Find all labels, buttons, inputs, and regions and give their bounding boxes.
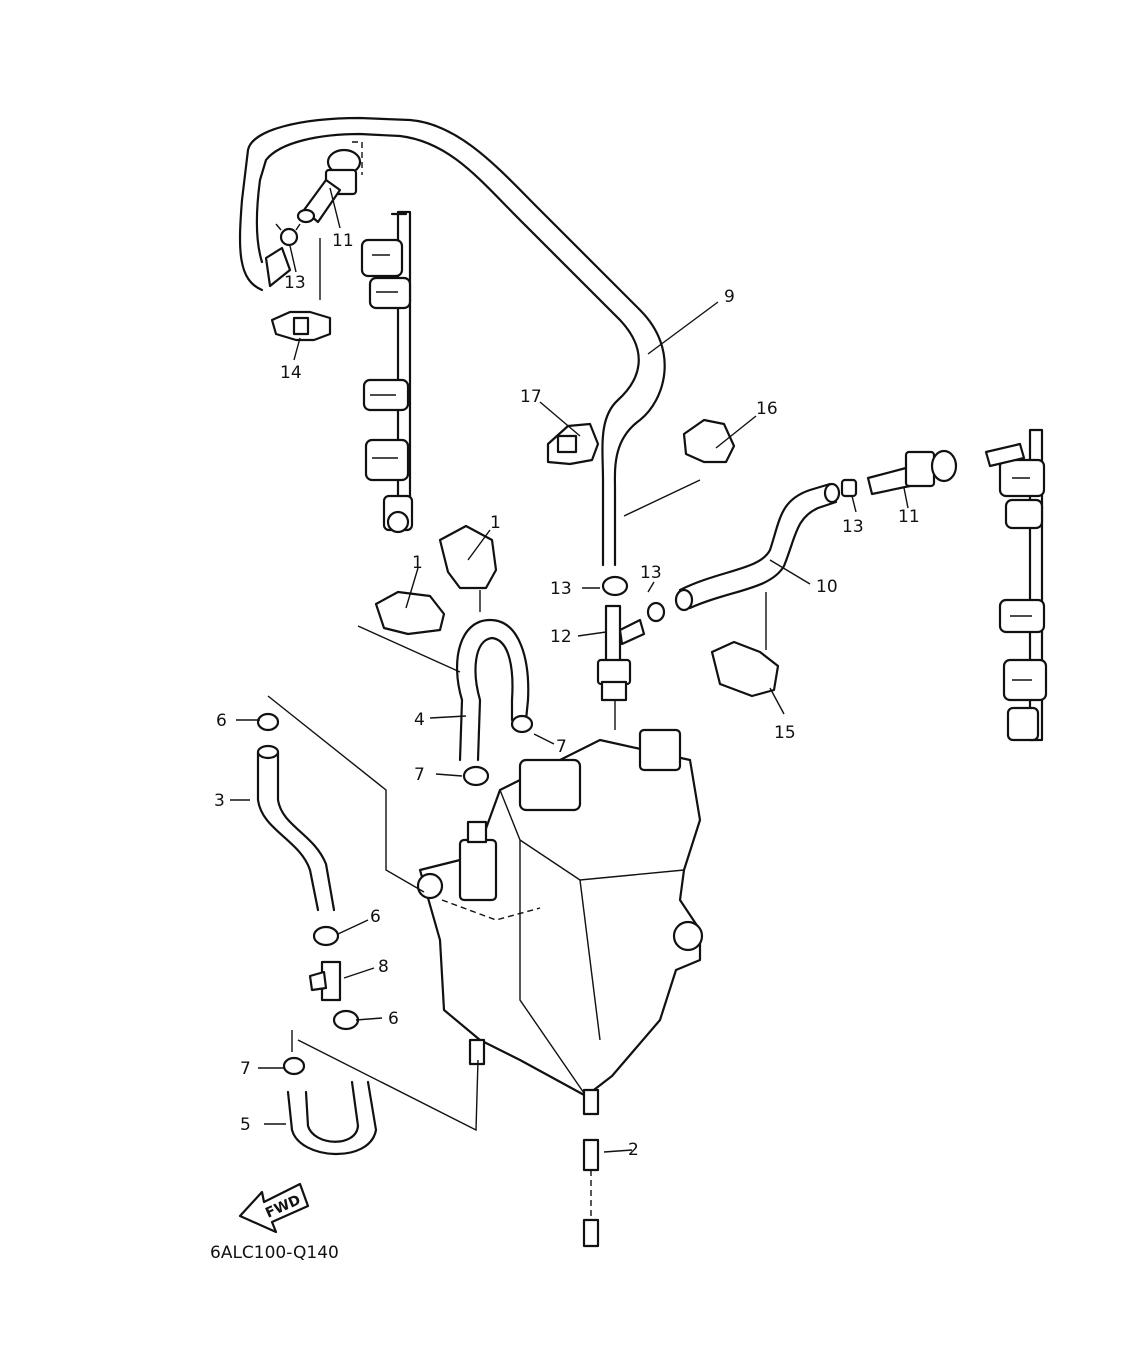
callout-6-middle: 6 <box>370 907 381 927</box>
callout-13-center: 13 <box>550 579 572 599</box>
fuel-hose-5 <box>286 1080 378 1156</box>
callout-3: 3 <box>214 791 225 811</box>
clip-14 <box>270 310 332 342</box>
callout-5: 5 <box>240 1115 251 1135</box>
drawing-code: 6ALC100-Q140 <box>210 1243 339 1263</box>
callout-10: 10 <box>816 577 838 597</box>
clip-15 <box>710 640 780 698</box>
callout-11-right: 11 <box>898 507 920 527</box>
callout-7-middle: 7 <box>414 765 425 785</box>
callout-8: 8 <box>378 957 389 977</box>
callout-1-lower: 1 <box>412 553 423 573</box>
fuel-hose-9 <box>238 116 666 567</box>
callout-labels: 1 1 2 3 4 5 6 6 6 7 7 7 8 9 10 11 11 12 … <box>214 231 920 1160</box>
callout-13-left: 13 <box>284 273 306 293</box>
clamp-6-top <box>256 712 280 732</box>
fwd-arrow-icon: FWD <box>238 1182 310 1234</box>
callout-12: 12 <box>550 627 572 647</box>
callout-1-upper: 1 <box>490 513 501 533</box>
callout-9: 9 <box>724 287 735 307</box>
connector-11-left <box>296 148 362 224</box>
connector-12 <box>596 604 646 702</box>
assembly-lines <box>267 141 767 1132</box>
callout-7-lower: 7 <box>240 1059 251 1079</box>
callout-17: 17 <box>520 387 542 407</box>
fuel-rail-left <box>360 210 414 534</box>
connector-11-right <box>866 442 1026 496</box>
fuel-rail-right <box>998 428 1048 742</box>
vapor-separator-body <box>416 728 704 1116</box>
callout-6-top: 6 <box>216 711 227 731</box>
filter-2 <box>582 1138 600 1248</box>
clamp-7-middle <box>462 765 490 787</box>
clamp-6-lower <box>332 1009 360 1031</box>
callout-11-left: 11 <box>332 231 354 251</box>
callout-6-lower: 6 <box>388 1009 399 1029</box>
callout-4: 4 <box>414 710 425 730</box>
clamp-13-side <box>646 601 666 623</box>
clip-1-lower <box>374 590 446 636</box>
callout-2: 2 <box>628 1140 639 1160</box>
clamp-7-lower <box>282 1056 306 1076</box>
clip-16 <box>682 418 736 464</box>
clamp-13-left <box>275 223 301 247</box>
fuel-hose-4 <box>455 618 530 762</box>
clamp-6-middle <box>312 925 340 947</box>
fuel-hose-3 <box>256 744 336 912</box>
callout-15: 15 <box>774 723 796 743</box>
clamp-13-center <box>601 575 629 597</box>
callout-13-side: 13 <box>640 563 662 583</box>
clamp-13-right <box>840 478 858 498</box>
clip-17 <box>546 422 600 466</box>
callout-7-upper: 7 <box>556 737 567 757</box>
callout-14: 14 <box>280 363 302 383</box>
clamp-7-upper <box>510 714 534 734</box>
callout-leaders <box>230 187 909 1153</box>
clip-1-upper <box>438 524 498 590</box>
joint-8 <box>308 960 342 1002</box>
callout-16: 16 <box>756 399 778 419</box>
callout-13-right: 13 <box>842 517 864 537</box>
fuel-hose-10 <box>674 482 841 612</box>
